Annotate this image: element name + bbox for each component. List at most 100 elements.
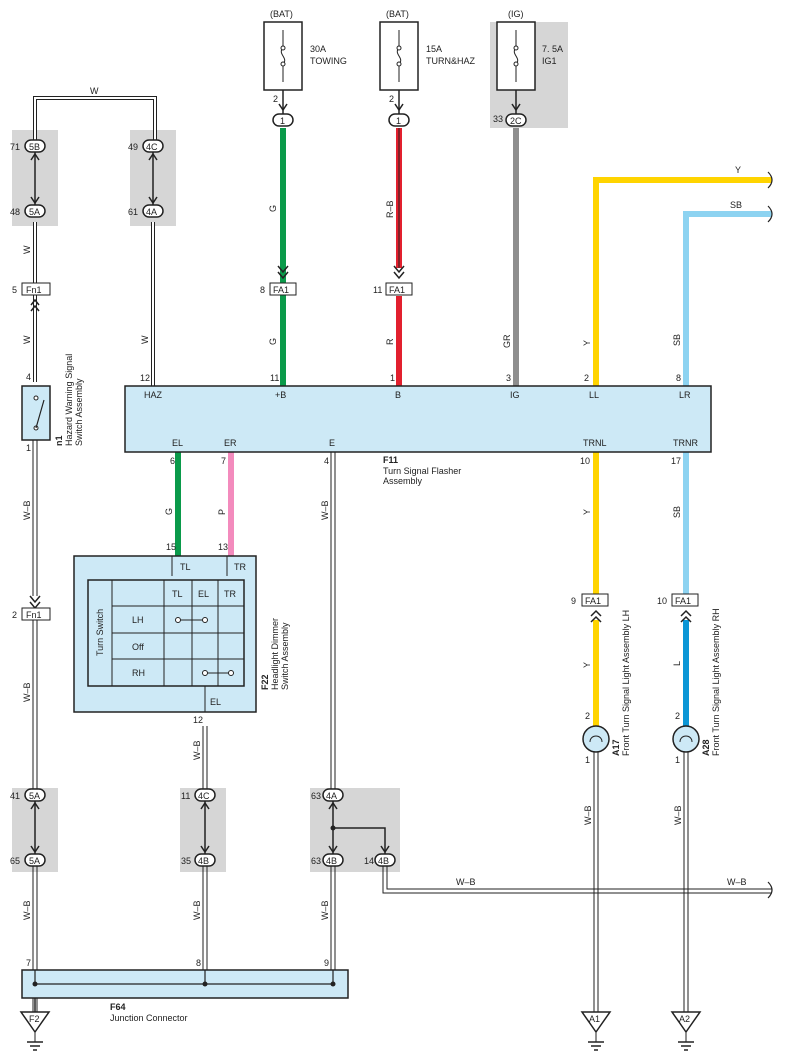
wire-label-el-g: G xyxy=(164,508,174,515)
bulb-filament-icon xyxy=(679,735,693,743)
connector-pin: 63 xyxy=(311,791,321,801)
wire-label-wb5: W–B xyxy=(192,900,202,920)
connector-arrow-icon xyxy=(277,265,289,280)
connector-pin: 5 xyxy=(12,285,17,295)
connector-code: 5B xyxy=(29,142,40,152)
connector-arrow-icon xyxy=(30,298,40,312)
connector-code: 4A xyxy=(146,207,157,217)
fuse-connector: 1 xyxy=(280,116,285,126)
connector-pin: 11 xyxy=(373,285,382,295)
connector-arrow-icon xyxy=(200,801,210,854)
pin-label: 1 xyxy=(675,755,680,765)
fuse-ig1: (IG) 7. 5A IG1 33 2C xyxy=(493,9,563,127)
connector-pin: 11 xyxy=(181,791,190,801)
table-row-header: RH xyxy=(132,668,145,678)
fuse-connector: 1 xyxy=(396,116,401,126)
pin-label: 13 xyxy=(218,542,228,552)
connector-pin: 2 xyxy=(12,610,17,620)
ground-icon xyxy=(19,1011,51,1034)
wire-label-y-low: Y xyxy=(582,662,592,668)
wire-label-w1: W xyxy=(22,245,32,254)
connector-4C-4B: 4C 11 4B 35 xyxy=(181,788,216,867)
connector-fa1-y: FA1 9 xyxy=(571,593,609,623)
connector-code: 4C xyxy=(146,142,158,152)
wire-label-wb-h1: W–B xyxy=(456,877,476,887)
wire-label-wb8: W–B xyxy=(583,805,593,825)
connector-pin: 14 xyxy=(364,856,374,866)
component-id: n1 xyxy=(54,435,64,446)
connector-fn1-top: Fn1 5 xyxy=(12,282,51,312)
connector-arrow-icon xyxy=(29,595,41,610)
pin-label: 17 xyxy=(671,456,681,466)
wire-break-sb xyxy=(767,205,773,223)
wire-label-wb6: W–B xyxy=(320,500,330,520)
pin-label: 9 xyxy=(324,958,329,968)
fuse-rating: 15A xyxy=(426,44,442,54)
fuse-pin: 33 xyxy=(493,114,503,124)
connector-code: 5A xyxy=(29,791,40,801)
table-col-header: TL xyxy=(172,589,183,599)
wire-y-ll xyxy=(593,177,772,386)
connector-pin: 48 xyxy=(10,207,20,217)
connector-fa1-g: FA1 8 xyxy=(260,265,297,296)
wire-label-wb1: W–B xyxy=(22,500,32,520)
fuse-rating: 7. 5A xyxy=(542,44,563,54)
wire-break-y xyxy=(767,171,773,189)
ground-label: F2 xyxy=(29,1014,40,1024)
fuse-pin: 2 xyxy=(273,94,278,104)
ground-a1: A1 xyxy=(580,1011,612,1051)
wire-break-wb xyxy=(767,881,773,899)
connector-code: 4B xyxy=(198,856,209,866)
component-name: Front Turn Signal Light Assembly LH xyxy=(621,610,631,756)
pin-label: 8 xyxy=(196,958,201,968)
connector-code: FA1 xyxy=(273,285,289,295)
hazard-switch: 4 1 n1 Hazard Warning Signal Switch Asse… xyxy=(21,354,84,453)
connector-arrow-icon xyxy=(328,801,390,854)
ground-icon xyxy=(580,1011,612,1034)
wire-label-w3: W xyxy=(140,335,150,344)
fuse-supply-label: (BAT) xyxy=(270,9,293,19)
connector-code: 4B xyxy=(378,856,389,866)
connector-code: FA1 xyxy=(675,596,691,606)
wire-label-l-low: L xyxy=(672,661,682,666)
wire-label-y-mid: Y xyxy=(582,509,592,515)
connector-pin: 61 xyxy=(128,207,138,217)
ground-label: A1 xyxy=(589,1014,600,1024)
wire-label-wb3: W–B xyxy=(22,900,32,920)
table-col-header: EL xyxy=(198,589,209,599)
pin-label: 10 xyxy=(580,456,590,466)
continuity-rh-icon xyxy=(202,670,234,676)
fuse-towing: (BAT) 30A TOWING 2 1 xyxy=(263,9,347,127)
wire-label-g2: G xyxy=(268,338,278,345)
fuse-supply-label: (IG) xyxy=(508,9,524,19)
wire-label-wb4: W–B xyxy=(192,740,202,760)
pin-label: 3 xyxy=(506,373,511,383)
pin-label: 8 xyxy=(676,373,681,383)
connector-pin: 71 xyxy=(10,142,20,152)
connector-arrow-icon xyxy=(590,609,602,623)
connector-arrow-icon xyxy=(30,801,40,854)
wire-label-sb-right: SB xyxy=(730,200,742,210)
connector-code: FA1 xyxy=(389,285,405,295)
connector-pin: 49 xyxy=(128,142,138,152)
wire-w-top-loop xyxy=(33,96,157,145)
switch-contact-icon xyxy=(35,399,45,429)
component-name: Junction Connector xyxy=(110,1013,188,1023)
fuse-supply-label: (BAT) xyxy=(386,9,409,19)
terminal-label: LL xyxy=(589,390,599,400)
connector-pin: 10 xyxy=(657,596,667,606)
terminal-label: TR xyxy=(234,562,246,572)
component-id: F22 xyxy=(260,674,270,690)
table-row-header: LH xyxy=(132,615,144,625)
connector-4A-4B: 4A 63 4B 63 4B 14 xyxy=(311,788,396,867)
component-name: Front Turn Signal Light Assembly RH xyxy=(711,608,721,756)
connector-arrow-icon xyxy=(680,609,692,623)
table-col-header: TR xyxy=(224,589,236,599)
pin-label: 15 xyxy=(166,542,176,552)
connector-code: 4B xyxy=(326,856,337,866)
connector-arrow-icon xyxy=(278,103,288,112)
wire-label-r: R xyxy=(385,338,395,345)
wire-label-w2: W xyxy=(22,335,32,344)
connector-arrow-icon xyxy=(148,152,158,205)
